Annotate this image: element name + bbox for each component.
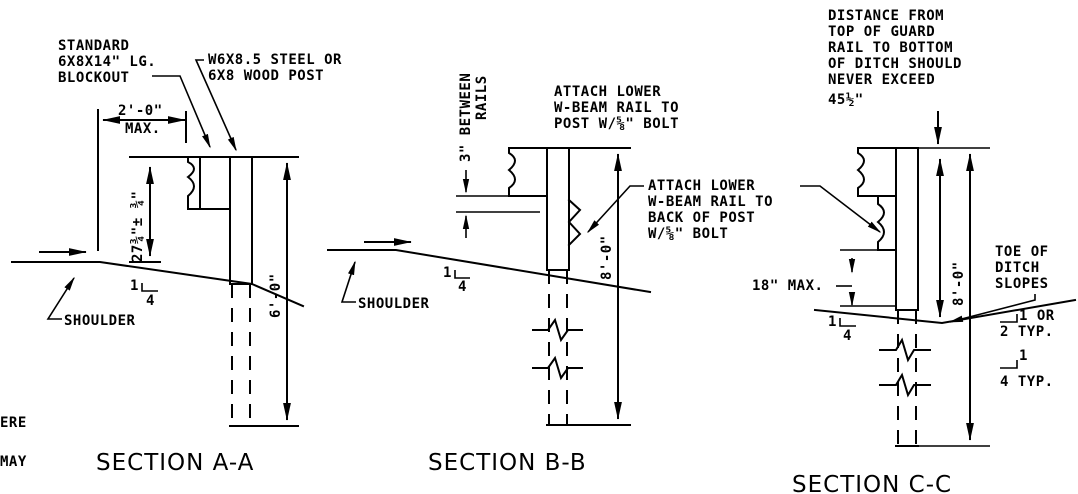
title-section-b-b: SECTION B-B <box>428 450 587 476</box>
ground-line-b <box>327 249 652 294</box>
title-section-c-c: SECTION C-C <box>792 472 952 494</box>
note-distance-3: RAIL TO BOTTOM <box>828 40 953 56</box>
upper-w-beam-b <box>507 147 548 197</box>
left-fragment-1: ERE <box>0 415 27 431</box>
note-attach-back-4: W/⅝" BOLT <box>648 226 728 242</box>
slope-a-bottom: 4 <box>146 293 155 309</box>
post-c <box>895 147 919 311</box>
lower-w-beam-b <box>567 198 582 247</box>
dim-post-c: 8'-0" <box>951 261 967 306</box>
upper-w-beam-c <box>856 147 897 197</box>
note-attach-back-3: BACK OF POST <box>648 210 755 226</box>
slope-c-a-bottom: 2 TYP. <box>1000 324 1054 340</box>
slope-c-b-top: 1 <box>1019 348 1028 364</box>
note-toe-2: DITCH <box>995 260 1040 276</box>
ground-line-a <box>11 261 305 308</box>
blockout-a <box>199 156 231 210</box>
note-distance-6: 45½" <box>828 92 864 108</box>
shoulder-label-b: SHOULDER <box>358 296 430 312</box>
slope-b-top: 1 <box>443 265 452 281</box>
dim-height-a: 27¾"± ¾" <box>130 191 146 262</box>
slope-c-bottom: 4 <box>843 328 852 344</box>
note-blockout-1: STANDARD <box>58 38 129 54</box>
slope-a-top: 1 <box>130 278 139 294</box>
section-c-c: 8'-0" 18" MAX. DISTANCE FROM TOP OF GUAR… <box>752 8 1077 494</box>
slope-c-b-bottom: 4 TYP. <box>1000 374 1054 390</box>
note-distance-4: OF DITCH SHOULD <box>828 56 962 72</box>
dim-post-a: 6'-0" <box>268 273 284 318</box>
note-distance-2: TOP OF GUARD <box>828 24 935 40</box>
dim-offset-a-2: MAX. <box>125 121 161 137</box>
dim-offset-a-1: 2'-0" <box>118 103 163 119</box>
post-a <box>229 156 253 285</box>
section-b-b: 3" BETWEEN RAILS 8'-0" ATTACH LOWER W-BE… <box>327 73 773 476</box>
note-distance-1: DISTANCE FROM <box>828 8 944 24</box>
note-blockout-3: BLOCKOUT <box>58 70 129 86</box>
lower-w-beam-c <box>876 195 897 251</box>
slope-c-a-top: 1 OR <box>1019 308 1055 324</box>
note-toe-3: SLOPES <box>995 276 1049 292</box>
slope-c-top: 1 <box>828 314 837 330</box>
section-a-a: 27¾"± ¾" 2'-0" MAX. 6'-0" STANDARD 6X8X1… <box>11 38 342 476</box>
dim-post-b: 8'-0" <box>599 235 615 280</box>
title-section-a-a: SECTION A-A <box>96 450 254 476</box>
slope-b-bottom: 4 <box>458 279 467 295</box>
note-post-1: W6X8.5 STEEL OR <box>208 52 342 68</box>
shoulder-label-a: SHOULDER <box>64 313 136 329</box>
note-attach-upper-3: POST W/⅝" BOLT <box>554 116 679 132</box>
note-toe-1: TOE OF <box>995 244 1049 260</box>
note-distance-5: NEVER EXCEED <box>828 72 935 88</box>
note-attach-back-2: W-BEAM RAIL TO <box>648 194 773 210</box>
note-post-2: 6X8 WOOD POST <box>208 68 324 84</box>
ground-line-c <box>813 298 1077 325</box>
w-beam-a <box>186 156 201 210</box>
note-blockout-2: 6X8X14" LG. <box>58 54 156 70</box>
left-fragment-2: MAY <box>0 454 27 470</box>
post-b <box>546 147 570 271</box>
dim-gap-c: 18" MAX. <box>752 278 823 294</box>
note-attach-back-1: ATTACH LOWER <box>648 178 755 194</box>
note-attach-upper-1: ATTACH LOWER <box>554 84 661 100</box>
note-attach-upper-2: W-BEAM RAIL TO <box>554 100 679 116</box>
note-between-1: 3" BETWEEN <box>458 73 474 162</box>
note-between-2: RAILS <box>474 75 490 120</box>
